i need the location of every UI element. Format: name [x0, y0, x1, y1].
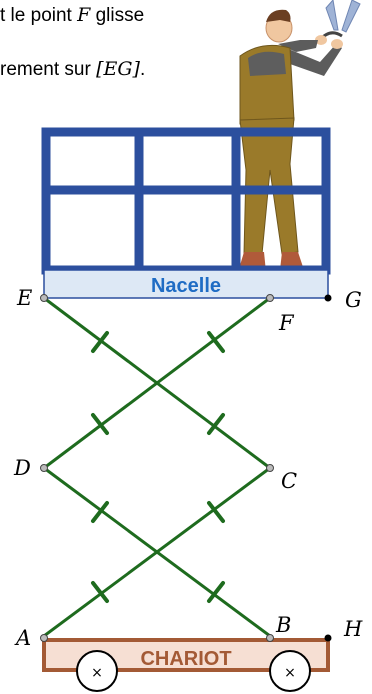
label-e: E: [16, 286, 32, 310]
label-b: B: [275, 613, 291, 637]
nacelle-platform: Nacelle: [43, 269, 329, 299]
worker-illustration: [238, 0, 361, 272]
caption-line-2: rement sur [EG].: [0, 58, 145, 81]
point-f: [266, 294, 274, 302]
wheel-left-mark: ×: [91, 665, 103, 681]
point-a: [40, 634, 48, 642]
point-b: [266, 634, 274, 642]
caption-line-1-text: t le point: [0, 5, 78, 26]
caption-line-1: t le point F glisse: [0, 4, 144, 27]
wheel-left: ×: [76, 650, 118, 692]
scissor-arms: [43, 296, 271, 638]
nacelle-label: Nacelle: [151, 275, 221, 297]
equal-length-ticks: [91, 331, 225, 603]
label-c: C: [281, 469, 297, 493]
caption-line-2-end: .: [139, 59, 146, 80]
point-c: [266, 464, 274, 472]
point-g: [324, 294, 332, 302]
wheel-right: ×: [269, 650, 311, 692]
label-f: F: [278, 311, 295, 335]
label-g: G: [345, 288, 362, 312]
label-d: D: [13, 456, 31, 480]
label-h: H: [343, 617, 363, 641]
caption-line-1-end: glisse: [90, 5, 145, 26]
point-d: [40, 464, 48, 472]
point-h: [324, 634, 332, 642]
wheel-right-mark: ×: [284, 665, 296, 681]
label-a: A: [14, 626, 31, 650]
points: [40, 294, 332, 642]
point-e: [40, 294, 48, 302]
caption-line-2-text: rement sur: [0, 59, 97, 80]
caption-segment-eg: [EG]: [96, 58, 140, 80]
chariot-label: CHARIOT: [140, 648, 231, 670]
caption-var-f: F: [77, 4, 91, 26]
shears-icon: [318, 0, 361, 42]
